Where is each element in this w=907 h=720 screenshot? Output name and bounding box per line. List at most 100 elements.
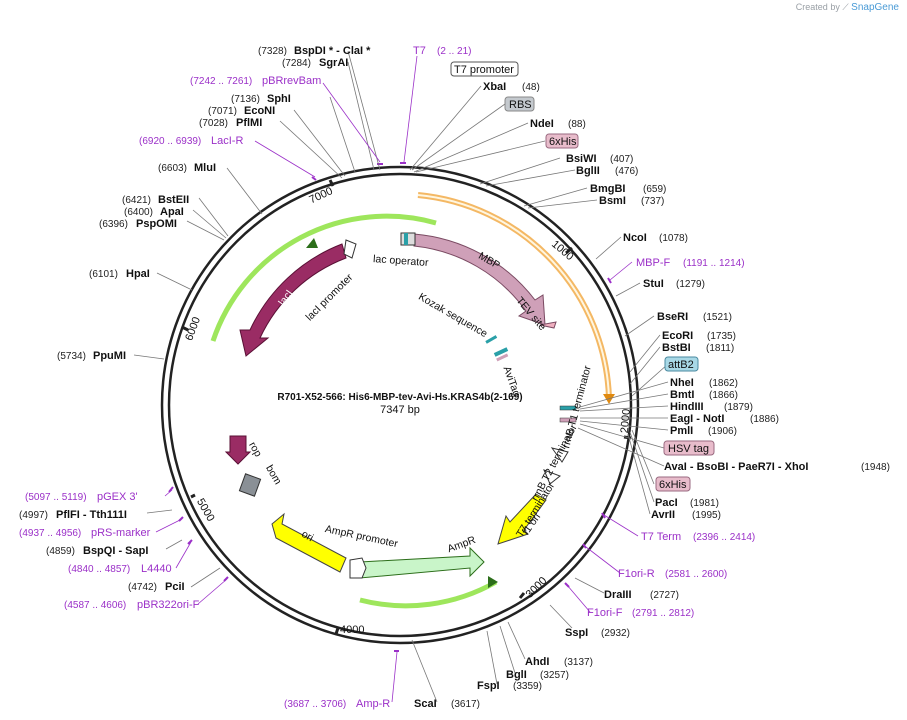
feature-kozak-label: Kozak sequence	[416, 291, 489, 340]
primer-l4440-name: L4440	[141, 563, 172, 575]
backbone-inner-circle	[167, 172, 633, 638]
site-apai-pos: (6400)	[124, 207, 153, 218]
site-pcii-pos: (4742)	[128, 582, 157, 593]
site-bmti-pos: (1866)	[709, 390, 738, 401]
site-bsteii-pos: (6421)	[122, 195, 151, 206]
snapgene-logo-icon: ⟋	[842, 2, 849, 12]
site-xbai-name: XbaI	[483, 81, 506, 93]
site-bsmi-pos: (737)	[641, 196, 664, 207]
site-bspdi-name: BspDI * - ClaI *	[294, 45, 371, 57]
site-hindiii-pos: (1879)	[724, 402, 753, 413]
site-eagi-name: EagI - NotI	[670, 413, 724, 425]
site-paci-name: PacI	[655, 497, 678, 509]
feature-laci-arrow	[239, 243, 347, 357]
primer-labels: T7 (2 .. 21) (7242 .. 7261) pBRrevBam (6…	[19, 45, 755, 710]
site-bstbi-name: BstBI	[662, 342, 691, 354]
primer-prs-marker-range: (4937 .. 4956)	[19, 528, 81, 539]
orf-ampr-arc	[359, 579, 498, 609]
site-bsmi-name: BsmI	[599, 195, 626, 207]
site-ecori-name: EcoRI	[662, 330, 693, 342]
site-hpai-pos: (6101)	[89, 269, 118, 280]
feature-box-rbs: RBS	[504, 96, 535, 112]
site-pcii-name: PciI	[165, 581, 185, 593]
feature-t7-rbs-markers	[404, 233, 408, 245]
feature-box-attb2: attB2	[664, 356, 699, 372]
feature-box-6xhis-bottom-label: 6xHis	[659, 479, 687, 491]
site-ndei-name: NdeI	[530, 118, 554, 130]
site-sspi-pos: (2932)	[601, 628, 630, 639]
brand-prefix: Created by	[795, 2, 840, 12]
primer-amp-r-range: (3687 .. 3706)	[284, 699, 346, 710]
feature-box-6xhis-bottom: 6xHis	[655, 476, 691, 492]
feature-box-6xhis-top: 6xHis	[545, 133, 579, 149]
plasmid-name: R701-X52-566: His6-MBP-tev-Avi-Hs.KRAS4b…	[277, 392, 522, 403]
feature-box-attb2-label: attB2	[668, 359, 694, 371]
site-pflfi-pos: (4997)	[19, 510, 48, 521]
feature-box-t7-promoter: T7 promoter	[450, 61, 519, 77]
site-xbai-pos: (48)	[522, 82, 540, 93]
primer-laci-r-range: (6920 .. 6939)	[139, 136, 201, 147]
site-pspomi-pos: (6396)	[99, 219, 128, 230]
site-ahdi-name: AhdI	[525, 656, 549, 668]
site-fspi-name: FspI	[477, 680, 500, 692]
primer-leader-lines	[155, 55, 639, 703]
site-bgli-pos: (3257)	[540, 670, 569, 681]
primer-t7-range: (2 .. 21)	[437, 46, 471, 57]
primer-pbrrevbam-name: pBRrevBam	[262, 75, 321, 87]
site-pflfi-name: PflFI - Tth111I	[56, 509, 127, 521]
site-bsteii-name: BstEII	[158, 194, 189, 206]
primer-pbrrevbam-range: (7242 .. 7261)	[190, 76, 252, 87]
feature-t7-terminator-marker	[543, 469, 561, 485]
site-ecori-pos: (1735)	[707, 331, 736, 342]
site-draiii-pos: (2727)	[650, 590, 679, 601]
site-scai-pos: (3617)	[451, 699, 480, 710]
primer-f1ori-f-range: (2791 .. 2812)	[632, 608, 694, 619]
feature-terminator-t1	[559, 405, 577, 411]
site-avrii-name: AvrII	[651, 509, 675, 521]
site-ahdi-pos: (3137)	[564, 657, 593, 668]
backbone-outer-circle	[160, 165, 640, 645]
site-labels-right: XbaI (48) NdeI (88) BsiWI (407) BglII (4…	[414, 81, 890, 710]
orf-laci-arrowhead	[306, 238, 318, 248]
site-ndei-pos: (88)	[568, 119, 586, 130]
feature-ori-arrow	[271, 512, 347, 573]
feature-lac-operator-label: lac operator	[373, 253, 430, 269]
feature-laci-promoter-label: lacI promoter	[304, 271, 356, 323]
primer-mbp-f-range: (1191 .. 1214)	[683, 258, 745, 269]
site-draiii-name: DraIII	[604, 589, 632, 601]
snapgene-brand: Created by ⟋ SnapGene	[796, 2, 899, 13]
feature-tev-site	[539, 321, 557, 329]
primer-pbr322ori-f-range: (4587 .. 4606)	[64, 600, 126, 611]
site-mlui-pos: (6603)	[158, 163, 187, 174]
site-pmli-name: PmlI	[670, 425, 693, 437]
site-ppumi-name: PpuMI	[93, 350, 126, 362]
site-bmgbi-name: BmgBI	[590, 183, 625, 195]
feature-laci-promoter-arrow	[343, 239, 357, 259]
primer-pbr322ori-f-name: pBR322ori-F	[137, 599, 200, 611]
site-bspqi-pos: (4859)	[46, 546, 75, 557]
site-bmti-name: BmtI	[670, 389, 694, 401]
site-stui-pos: (1279)	[676, 279, 705, 290]
orf-laci-arc	[210, 213, 437, 342]
site-pflmi-name: PflMI	[236, 117, 262, 129]
feature-box-6xhis-top-label: 6xHis	[549, 136, 577, 148]
feature-box-hsv-tag-label: HSV tag	[668, 443, 709, 455]
primer-pgex3-range: (5097 .. 5119)	[25, 492, 87, 503]
primer-mbp-f-name: MBP-F	[636, 257, 671, 269]
site-hpai-name: HpaI	[126, 268, 150, 280]
orf-ampr-arrowhead	[488, 576, 498, 588]
primer-pgex3-name: pGEX 3'	[97, 491, 138, 503]
site-econi-pos: (7071)	[208, 106, 237, 117]
plasmid-size: 7347 bp	[380, 404, 420, 416]
site-bglii-name: BglII	[576, 165, 600, 177]
site-pspomi-name: PspOMI	[136, 218, 177, 230]
site-apai-name: ApaI	[160, 206, 184, 218]
site-bspqi-name: BspQI - SapI	[83, 545, 148, 557]
site-stui-name: StuI	[643, 278, 664, 290]
primer-t7term-name: T7 Term	[641, 531, 681, 543]
site-hindiii-name: HindIII	[670, 401, 704, 413]
feature-box-t7-promoter-label: T7 promoter	[454, 64, 514, 76]
site-bglii-pos: (476)	[615, 166, 638, 177]
feature-box-hsv-tag: HSV tag	[663, 440, 715, 456]
